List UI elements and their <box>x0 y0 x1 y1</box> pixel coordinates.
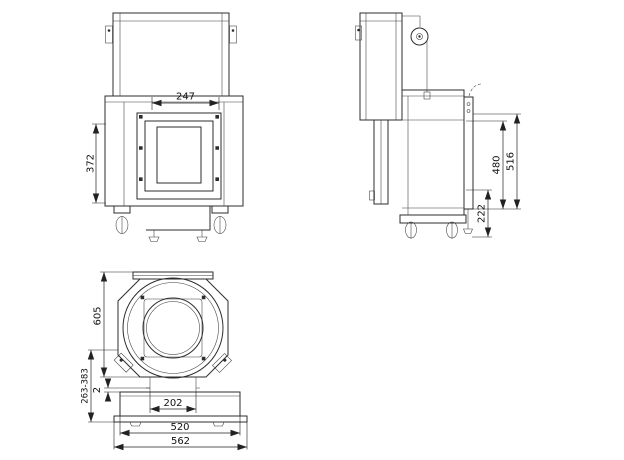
dim-round-height-total: 605 <box>93 271 140 378</box>
door-handle <box>369 190 375 201</box>
caster-left <box>405 221 417 239</box>
latch-pin-icon <box>223 358 227 362</box>
dim-label-263-383: 263-383 <box>81 368 91 404</box>
side-foot <box>463 228 473 234</box>
dim-front-height: 372 <box>86 123 106 204</box>
pulley <box>410 27 429 46</box>
dim-label-562: 562 <box>171 436 190 447</box>
round-feet <box>129 421 225 427</box>
dim-side-height-lower: 222 <box>466 189 492 238</box>
dim-round-width-base: 520 <box>119 416 241 437</box>
pivot-arc <box>468 83 482 97</box>
cable-weight <box>423 91 431 100</box>
front-inner-lines <box>105 13 243 237</box>
latch-body <box>105 25 113 44</box>
latch-lower-left <box>113 352 134 373</box>
glass-circle <box>146 301 200 355</box>
side-latch-pin-icon <box>357 28 360 32</box>
ring-inner <box>127 282 219 374</box>
firebox-frame <box>143 298 203 358</box>
latch-lower-right <box>212 353 232 373</box>
opening-circle <box>142 297 204 359</box>
pulley-axle-icon <box>418 35 421 38</box>
front-latch-left <box>105 25 113 44</box>
side-latch <box>355 25 362 41</box>
column-hole-top <box>466 102 471 106</box>
dim-front-width: 247 <box>151 92 220 110</box>
dim-label-520: 520 <box>170 422 189 433</box>
dim-round-gap: 2 <box>92 378 150 402</box>
dim-label-247: 247 <box>176 92 195 103</box>
column-hole-bottom <box>466 109 471 113</box>
round-outline <box>113 271 248 423</box>
front-latch-right <box>229 25 237 44</box>
side-inner-lines <box>360 13 469 239</box>
dim-side-height-inner: 480 <box>466 120 507 209</box>
dim-label-372: 372 <box>86 154 97 173</box>
pulley-hub <box>416 33 423 40</box>
caster-right <box>446 221 458 239</box>
round-front-view <box>113 271 248 427</box>
front-view <box>104 12 244 242</box>
frame-bolts <box>140 295 206 361</box>
dim-label-202: 202 <box>163 398 182 409</box>
front-door-frames <box>136 112 222 200</box>
caster-right <box>213 216 227 234</box>
latch-pin-icon <box>231 29 235 32</box>
dim-label-222: 222 <box>477 204 488 223</box>
front-outline <box>104 12 244 231</box>
dim-label-605: 605 <box>93 306 104 325</box>
dim-label-516: 516 <box>506 152 517 171</box>
latch-body <box>229 25 237 44</box>
dim-side-height-outer: 516 <box>473 113 521 210</box>
extension-lines <box>473 113 521 210</box>
front-feet <box>148 236 208 242</box>
latch-pin-icon <box>107 29 111 32</box>
extension-lines <box>104 387 150 393</box>
pulley-wheel <box>410 27 429 46</box>
dim-round-width-total: 562 <box>113 422 248 451</box>
latch-body <box>113 352 134 373</box>
latch-body <box>212 353 232 373</box>
ring-outer <box>122 277 224 379</box>
dim-round-width-column: 202 <box>149 392 197 413</box>
dim-label-2: 2 <box>92 387 103 393</box>
dim-label-480: 480 <box>492 155 503 174</box>
front-bolts <box>139 115 219 181</box>
latch-pin-icon <box>119 358 123 362</box>
dim-round-height-range: 263-383 <box>81 349 118 423</box>
caster-left <box>115 216 129 234</box>
extension-lines <box>88 349 118 423</box>
side-view <box>355 12 482 239</box>
